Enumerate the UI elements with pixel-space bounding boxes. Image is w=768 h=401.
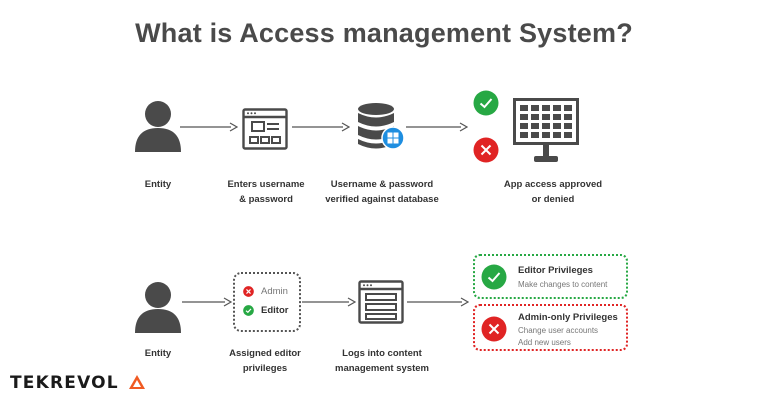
admin-privileges-line: Add new users — [518, 338, 571, 347]
label-line: Enters username — [227, 179, 305, 190]
cross-icon — [473, 137, 499, 163]
label-line: privileges — [242, 363, 288, 374]
check-icon — [481, 264, 507, 290]
logo-triangle-icon — [128, 375, 145, 389]
label-line: Username & password — [330, 179, 434, 190]
cross-icon — [481, 316, 507, 342]
role-editor-label: Editor — [261, 305, 289, 316]
flow-arrow — [182, 297, 232, 307]
role-editor: Editor — [243, 305, 288, 316]
label-logs-into: Logs into content management system — [322, 346, 442, 376]
cross-icon — [243, 286, 254, 297]
admin-privileges-line: Change user accounts — [518, 326, 599, 335]
label-text: Entity — [144, 179, 172, 190]
label-verified: Username & password verified against dat… — [312, 177, 452, 207]
label-entity-1: Entity — [118, 177, 198, 192]
login-form-icon — [242, 108, 288, 150]
editor-privileges-box: Editor Privileges Make changes to conten… — [473, 254, 628, 299]
label-line: verified against database — [325, 194, 439, 205]
label-line: management system — [335, 363, 429, 374]
brand-logo-text: TEKREVOL — [10, 373, 119, 393]
flow-arrow — [406, 122, 468, 132]
role-admin-label: Admin — [261, 286, 288, 297]
label-entity-2: Entity — [118, 346, 198, 361]
windows-icon — [381, 126, 405, 150]
database-icon — [358, 103, 405, 150]
label-text: Entity — [144, 348, 172, 359]
check-icon — [473, 90, 499, 116]
label-enters-credentials: Enters username & password — [210, 177, 322, 207]
label-line: or denied — [531, 194, 575, 205]
label-access-result: App access approved or denied — [488, 177, 618, 207]
label-line: Assigned editor — [229, 348, 301, 359]
label-line: Logs into content — [342, 348, 422, 359]
label-line: & password — [239, 194, 293, 205]
person-icon — [135, 282, 181, 333]
roles-box: Admin Editor — [233, 272, 301, 332]
admin-privileges-box: Admin-only Privileges Change user accoun… — [473, 304, 628, 351]
editor-privileges-line: Make changes to content — [518, 280, 608, 289]
flow-arrow — [292, 122, 350, 132]
flow-arrow — [302, 297, 356, 307]
flow-arrow — [407, 297, 469, 307]
monitor-grid-icon — [513, 98, 579, 162]
flow-arrow — [180, 122, 238, 132]
label-assigned: Assigned editor privileges — [215, 346, 315, 376]
role-admin: Admin — [243, 286, 288, 297]
page-title: What is Access management System? — [135, 18, 633, 48]
admin-privileges-title: Admin-only Privileges — [518, 312, 618, 323]
editor-privileges-title: Editor Privileges — [518, 265, 593, 276]
person-icon — [135, 101, 181, 152]
brand-logo: TEKREVOL — [10, 373, 146, 393]
cms-window-icon — [358, 280, 404, 324]
label-line: App access approved — [503, 179, 603, 190]
check-icon — [243, 305, 254, 316]
